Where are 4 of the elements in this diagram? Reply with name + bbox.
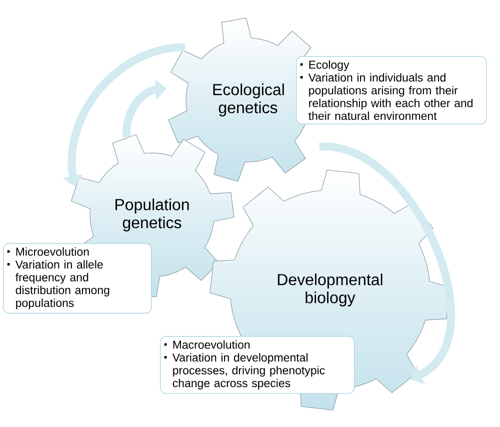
callout-box: Macroevolution Variation in developmental processes, driving phenotypic change across species: [160, 336, 355, 394]
arrow: [318, 142, 455, 384]
callout-box: Microevolution Variation in allele frequency and distribution among populations: [3, 243, 152, 314]
callout-box: Ecology Variation in individuals and populations arising from their relationship with each other and their natural environment: [296, 56, 487, 124]
